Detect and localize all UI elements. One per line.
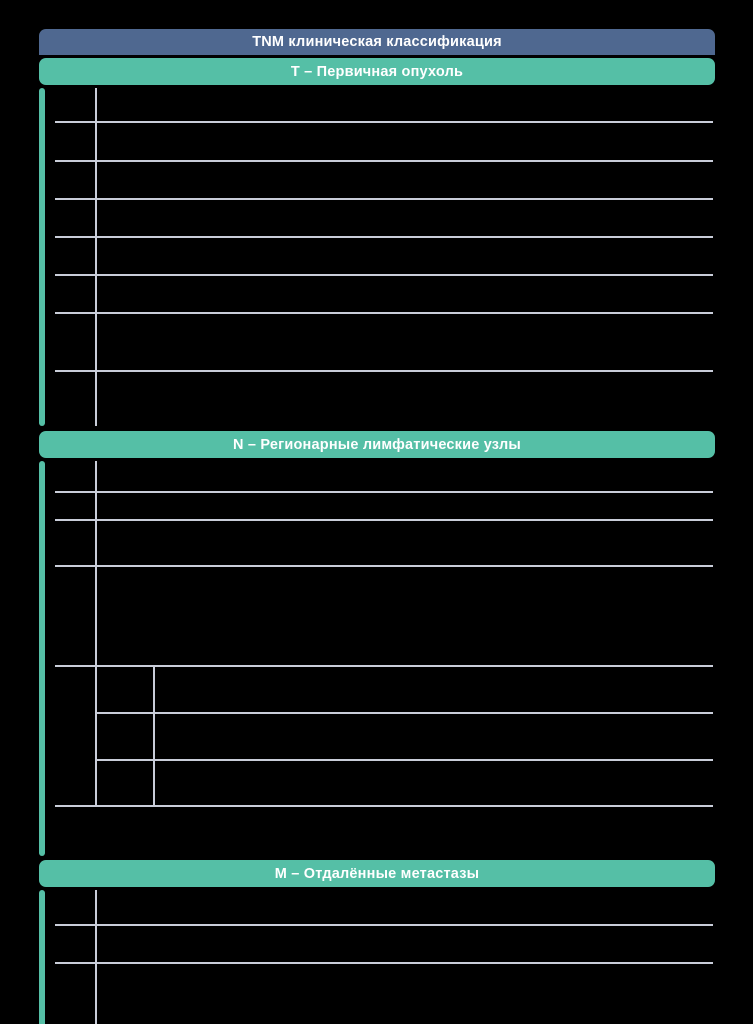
accent-bar-t	[39, 88, 45, 426]
row-divider	[55, 491, 713, 493]
section-body-m	[39, 890, 715, 1024]
section-header-t: T – Первичная опухоль	[39, 58, 715, 85]
table-grid-m	[45, 890, 715, 1024]
row-divider	[55, 370, 713, 372]
subrow-divider	[97, 712, 713, 714]
row-divider	[55, 962, 713, 964]
column-divider-subgroup	[153, 665, 155, 805]
section-header-n: N – Регионарные лимфатические узлы	[39, 431, 715, 458]
table-grid-t	[45, 88, 715, 426]
row-divider	[55, 924, 713, 926]
table-grid-n	[45, 461, 715, 856]
row-divider	[55, 160, 713, 162]
section-body-n	[39, 461, 715, 856]
section-body-t	[39, 88, 715, 426]
accent-bar-n	[39, 461, 45, 856]
row-divider	[55, 565, 713, 567]
accent-bar-m	[39, 890, 45, 1024]
column-divider-code	[95, 890, 97, 1024]
page-title: TNM клиническая классификация	[39, 29, 715, 55]
row-divider	[55, 519, 713, 521]
row-divider	[55, 665, 713, 667]
row-divider	[55, 198, 713, 200]
row-divider	[55, 274, 713, 276]
row-divider	[55, 805, 713, 807]
column-divider-code	[95, 461, 97, 805]
row-divider	[55, 121, 713, 123]
row-divider	[55, 312, 713, 314]
section-header-m: M – Отдалённые метастазы	[39, 860, 715, 887]
row-divider	[55, 236, 713, 238]
column-divider-code	[95, 88, 97, 426]
subrow-divider	[97, 759, 713, 761]
